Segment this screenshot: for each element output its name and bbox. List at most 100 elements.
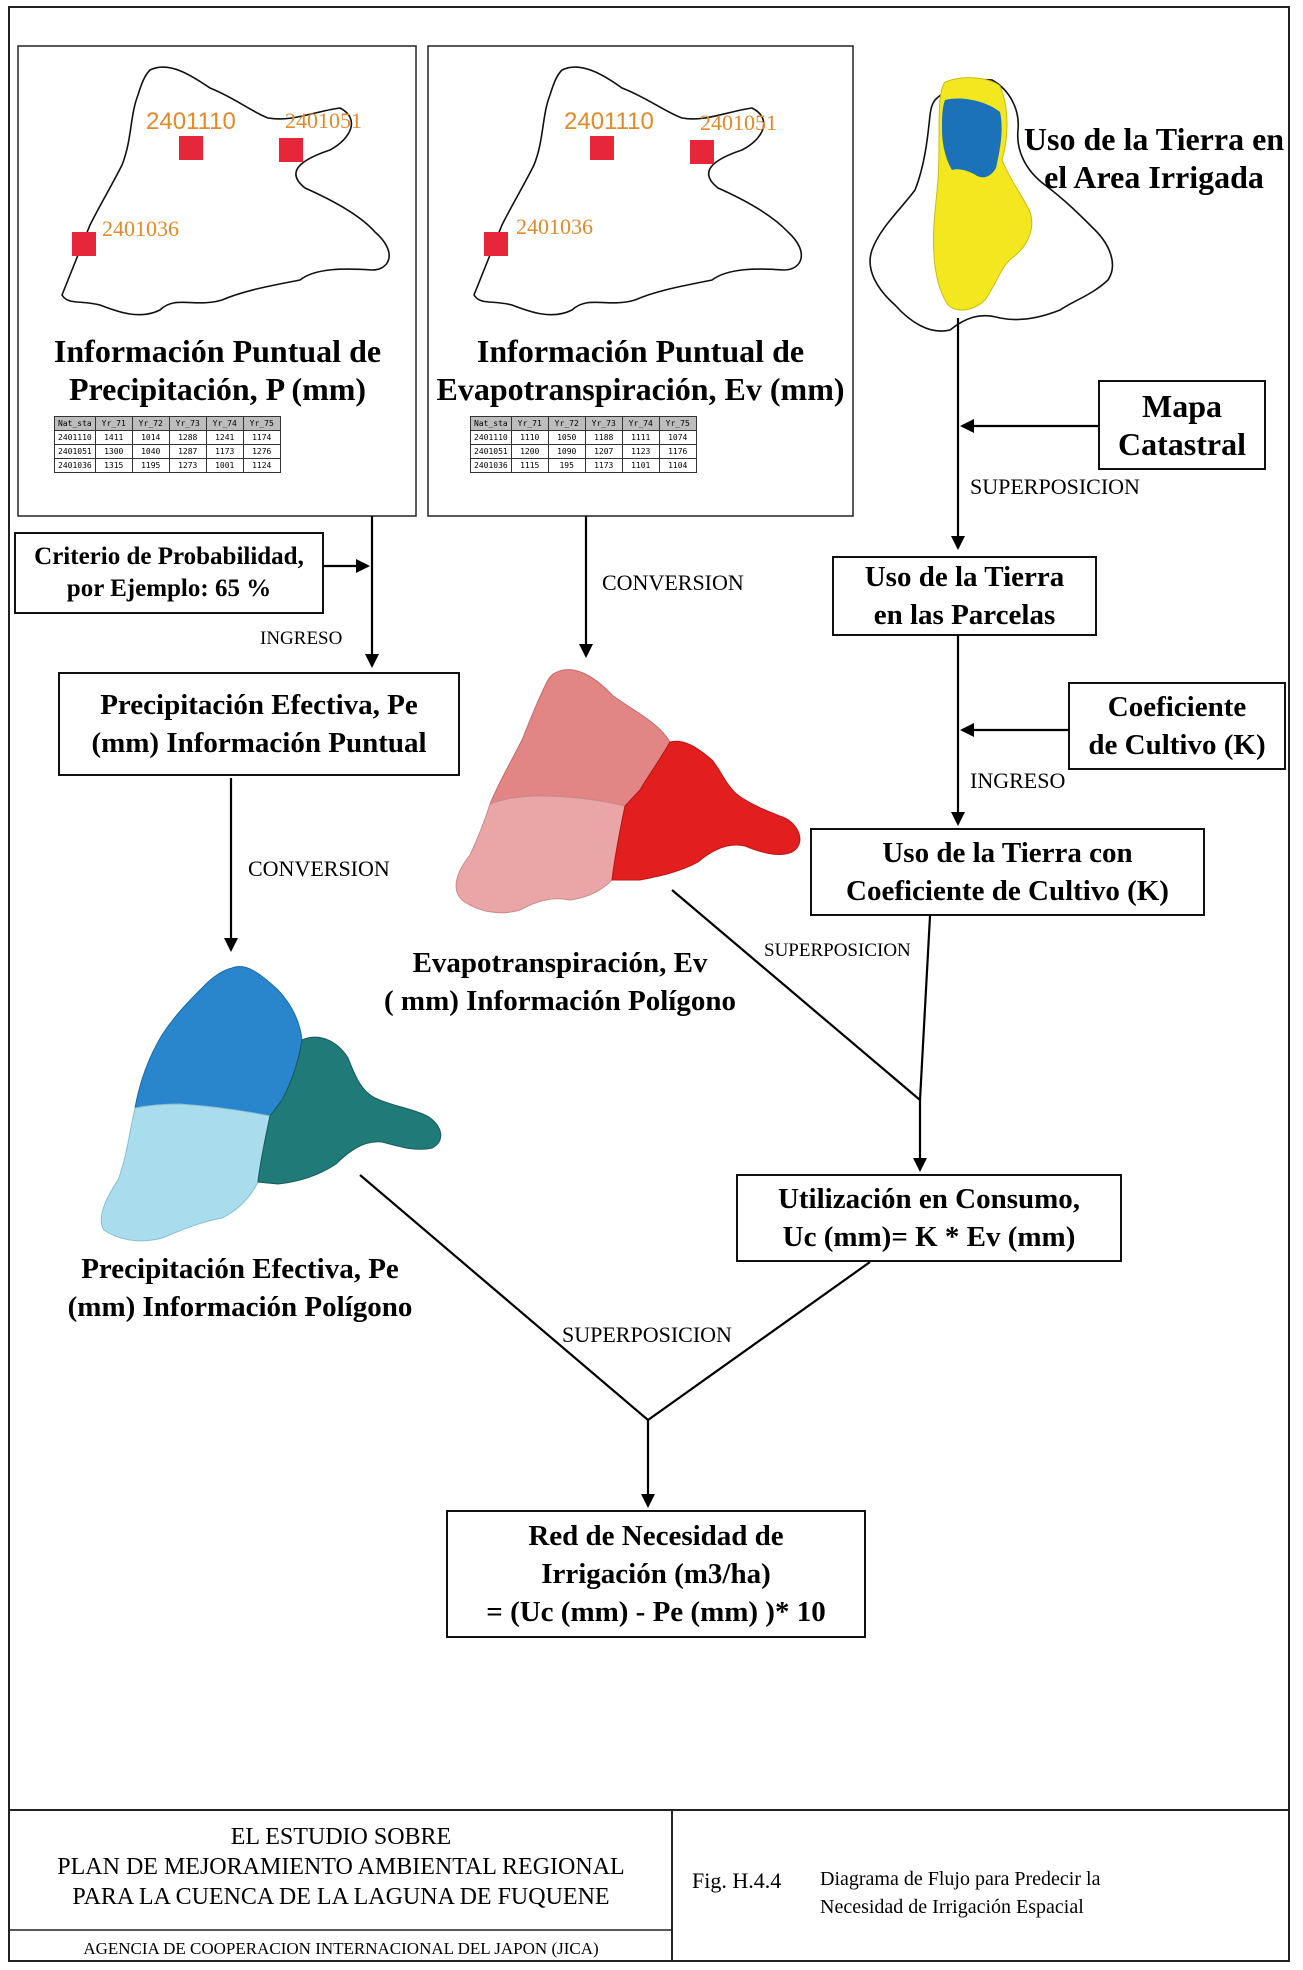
evap-table-cell: 1050 (547, 430, 586, 445)
evap-table-cell: 1173 (584, 458, 623, 473)
precip-table-header-cell: Yr_75 (242, 416, 281, 431)
evap-table-cell: 1090 (547, 444, 586, 459)
ev-poly-light (455, 795, 626, 914)
uc-line2: Uc (mm)= K * Ev (mm) (782, 1221, 1076, 1253)
precip-panel-title-line2: Precipitación, P (mm) (68, 371, 367, 407)
evap-table-cell: 2401051 (470, 444, 512, 459)
red-line2: Irrigación (m3/ha) (541, 1558, 771, 1590)
label-superposicion-2: SUPERPOSICION (764, 940, 911, 961)
precip-station-label-2: 2401051 (285, 108, 362, 133)
precip-table-cell: 1273 (168, 458, 207, 473)
precip-station-marker-1 (179, 136, 203, 160)
label-ingreso-2: INGRESO (970, 768, 1066, 793)
evap-table-header-cell: Yr_74 (621, 416, 660, 431)
evap-table-cell: 1207 (584, 444, 623, 459)
precip-table-header-cell: Yr_73 (168, 416, 207, 431)
precip-station-label-1: 2401110 (146, 108, 236, 135)
uso-parcelas-line2: en las Parcelas (873, 599, 1056, 631)
evap-table-cell: 1104 (658, 458, 697, 473)
evap-table-cell: 1111 (621, 430, 660, 445)
evap-table-cell: 1110 (510, 430, 549, 445)
label-conversion-2: CONVERSION (248, 856, 390, 881)
evap-table-cell: 1123 (621, 444, 660, 459)
uso-coef-line1: Uso de la Tierra con (882, 837, 1133, 869)
pe-polygon-label: Precipitación Efectiva, Pe (mm) Informac… (20, 1250, 460, 1326)
precip-table-cell: 1276 (242, 444, 281, 459)
footer-fig-title-line1: Diagrama de Flujo para Predecir la (820, 1868, 1101, 1890)
evap-station-marker-3 (484, 232, 508, 256)
precip-panel-title-line1: Información Puntual de (53, 333, 382, 369)
precip-table-cell: 2401036 (54, 458, 96, 473)
evap-table-cell: 1101 (621, 458, 660, 473)
footer-agency: AGENCIA DE COOPERACION INTERNACIONAL DEL… (83, 1939, 599, 1958)
evap-table-header-cell: Yr_72 (547, 416, 586, 431)
pe-puntual-line2: (mm) Información Puntual (91, 727, 427, 759)
evap-table-header-cell: Yr_71 (510, 416, 549, 431)
evap-panel-title-line2: Evapotranspiración, Ev (mm) (436, 371, 845, 407)
pe-puntual-line1: Precipitación Efectiva, Pe (100, 689, 418, 721)
evap-table-header-cell: Yr_75 (658, 416, 697, 431)
landuse-title-line2: el Area Irrigada (1044, 159, 1264, 195)
precip-table-header-cell: Yr_71 (94, 416, 133, 431)
criterio-line1: Criterio de Probabilidad, (34, 543, 304, 570)
evap-table-header-cell: Nat_sta (470, 416, 512, 431)
evap-station-label-2: 2401051 (700, 110, 777, 135)
precip-table-cell: 2401051 (54, 444, 96, 459)
pe-poly-blue (134, 966, 303, 1117)
precip-table-cell: 2401110 (54, 430, 96, 445)
label-superposicion-1: SUPERPOSICION (970, 474, 1140, 499)
ev-polygon-label-line1: Evapotranspiración, Ev (412, 947, 708, 979)
footer-study-line2: PLAN DE MEJORAMIENTO AMBIENTAL REGIONAL (57, 1854, 625, 1880)
mapa-catastral-line2: Catastral (1118, 426, 1246, 462)
precip-station-label-3: 2401036 (102, 216, 179, 241)
precip-table-cell: 1124 (242, 458, 281, 473)
precip-table-header-cell: Nat_sta (54, 416, 96, 431)
precip-table-cell: 1174 (242, 430, 281, 445)
evap-station-label-1: 2401110 (564, 108, 654, 135)
precip-table-header-cell: Yr_74 (205, 416, 244, 431)
label-superposicion-3: SUPERPOSICION (562, 1322, 732, 1347)
precip-station-marker-3 (72, 232, 96, 256)
evap-table-cell: 1188 (584, 430, 623, 445)
evap-outline-map (473, 66, 803, 316)
precip-table-cell: 1300 (94, 444, 133, 459)
precip-table-cell: 1195 (131, 458, 170, 473)
footer-fig-title-line2: Necesidad de Irrigación Espacial (820, 1896, 1084, 1918)
precip-table-cell: 1411 (94, 430, 133, 445)
pe-poly-light (100, 1103, 271, 1242)
pe-puntual-box: Precipitación Efectiva, Pe (mm) Informaci… (58, 672, 460, 776)
criterio-probabilidad-box: Criterio de Probabilidad,por Ejemplo: 65… (14, 532, 324, 614)
ev-polygon-label-line2: ( mm) Información Polígono (384, 985, 736, 1017)
connectors (224, 318, 1098, 1508)
coeficiente-line2: de Cultivo (K) (1088, 729, 1266, 761)
evap-table-header-cell: Yr_73 (584, 416, 623, 431)
evap-table-cell: 1115 (510, 458, 549, 473)
pe-poly-dark (257, 1036, 442, 1185)
evap-station-label-3: 2401036 (516, 214, 593, 239)
red-line1: Red de Necesidad de (528, 1520, 784, 1552)
precip-table-cell: 1315 (94, 458, 133, 473)
evap-panel-title: Información Puntual de Evapotranspiració… (428, 332, 853, 408)
precip-table-cell: 1014 (131, 430, 170, 445)
red-line3: = (Uc (mm) - Pe (mm) )* 10 (486, 1596, 826, 1628)
landuse-title-line1: Uso de la Tierra en (1023, 121, 1285, 157)
precip-table-header-cell: Yr_72 (131, 416, 170, 431)
pe-polygon-label-line1: Precipitación Efectiva, Pe (81, 1253, 399, 1285)
label-conversion-1: CONVERSION (602, 570, 744, 595)
uso-coef-line2: Coeficiente de Cultivo (K) (846, 875, 1169, 907)
page-frame (8, 6, 1290, 1962)
evap-table-cell: 1074 (658, 430, 697, 445)
evap-panel-title-line1: Información Puntual de (476, 333, 805, 369)
footer-study-line3: PARA LA CUENCA DE LA LAGUNA DE FUQUENE (72, 1884, 610, 1910)
